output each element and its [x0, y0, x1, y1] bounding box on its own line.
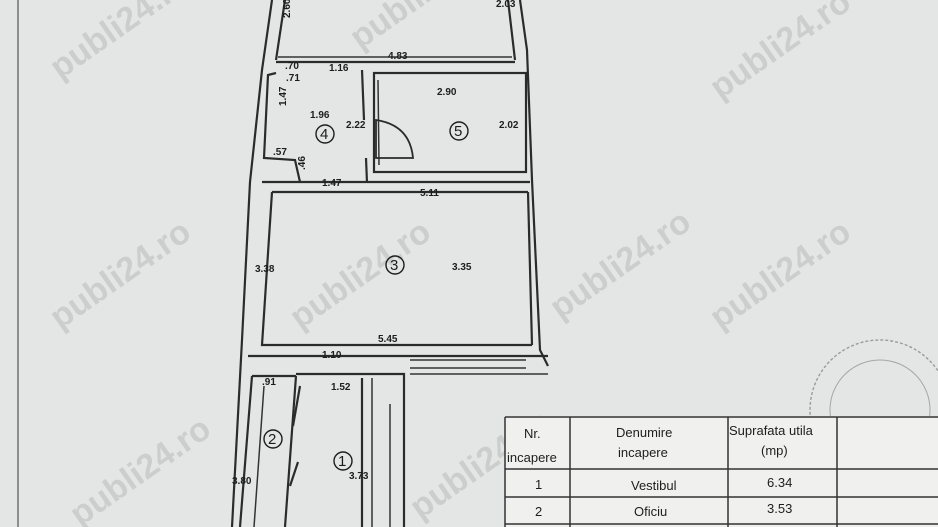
- room-5-circle: [449, 121, 469, 141]
- outer-wall-left: [230, 0, 274, 527]
- door-room2-b: [288, 461, 300, 487]
- watermark-7: publi24.ro: [703, 212, 858, 336]
- table-row-2-nr: 2: [535, 504, 542, 519]
- watermark-6: publi24.ro: [543, 202, 698, 326]
- room3-wall: [260, 191, 532, 347]
- watermark-5: publi24.ro: [283, 212, 438, 336]
- dim-152: 1.52: [331, 382, 351, 393]
- dim-46: .46: [297, 156, 308, 170]
- dimension-labels: 2.60 2.03 4.83 .70 1.16 .71 1.47 1.96 2.…: [232, 0, 519, 487]
- room-4-label: 4: [320, 126, 328, 143]
- dim-91: .91: [262, 377, 276, 388]
- room2-wall: [238, 375, 254, 527]
- table-header-nr: Nr.: [524, 426, 541, 441]
- dim-290: 2.90: [437, 87, 457, 98]
- dim-511: 5.11: [420, 188, 439, 199]
- dim-147b: 1.47: [322, 178, 342, 189]
- room-2-circle: [263, 429, 283, 449]
- room-3-label: 3: [390, 257, 398, 274]
- room-4-circle: [315, 124, 335, 144]
- table-row-1-nr: 1: [535, 477, 542, 492]
- outer-wall-right-inner: [506, 0, 517, 61]
- room-table-bg: [505, 416, 938, 527]
- door-arc: [375, 118, 414, 159]
- dim-373: 3.73: [349, 471, 369, 482]
- watermark-2: publi24.ro: [343, 0, 498, 57]
- table-row-1-area: 6.34: [767, 475, 792, 490]
- dim-338: 3.38: [255, 264, 275, 275]
- outer-wall-left-inner: [274, 0, 287, 61]
- table-header-mp: (mp): [761, 443, 788, 458]
- room-table: Nr. incapere Denumire incapere Suprafata…: [504, 416, 938, 527]
- dim-top-left-vertical: 2.60: [282, 0, 293, 18]
- room4-wall: [262, 71, 302, 183]
- dim-196: 1.96: [310, 110, 330, 121]
- dim-380: 3.80: [232, 476, 252, 487]
- room-labels: 4 5 3 2 1: [263, 121, 469, 471]
- room4-right-wall: [360, 69, 366, 121]
- room5-wall: [372, 71, 528, 174]
- table-header-denumire: Denumire: [616, 425, 672, 440]
- door-room2-a: [291, 385, 302, 427]
- dim-top-right: 2.03: [496, 0, 516, 10]
- dim-202: 2.02: [499, 120, 519, 131]
- watermark-8: publi24.ro: [63, 409, 218, 527]
- dim-147a: 1.47: [278, 86, 289, 106]
- dim-335: 3.35: [452, 262, 472, 273]
- room3-right-wall: [526, 191, 534, 346]
- dim-70: .70: [285, 61, 299, 72]
- dim-545: 5.45: [378, 334, 398, 345]
- table-header-incapere-2: incapere: [618, 445, 668, 460]
- room5-left-inner: [377, 79, 380, 166]
- dim-110: 1.10: [322, 350, 342, 361]
- watermark-3: publi24.ro: [703, 0, 858, 107]
- dim-71: .71: [286, 73, 300, 84]
- watermark-1: publi24.ro: [43, 0, 198, 87]
- room2-right: [283, 375, 298, 527]
- room-1-circle: [333, 451, 353, 471]
- walls: [230, 0, 549, 527]
- dim-57: .57: [273, 147, 287, 158]
- room1-top: [296, 372, 406, 527]
- dim-483: 4.83: [388, 51, 408, 62]
- room-5-label: 5: [454, 123, 462, 140]
- room2-inner-left: [253, 385, 265, 527]
- room4-right-wall-b: [364, 157, 369, 184]
- table-header-suprafata: Suprafata utila: [729, 423, 814, 438]
- table-row-1-name: Vestibul: [631, 478, 677, 493]
- watermark-4: publi24.ro: [43, 212, 198, 336]
- room-2-label: 2: [268, 431, 276, 448]
- table-row-2-area: 3.53: [767, 501, 792, 516]
- dim-222: 2.22: [346, 120, 366, 131]
- room-1-label: 1: [338, 453, 346, 470]
- table-row-2-name: Oficiu: [634, 504, 667, 519]
- room-3-circle: [385, 255, 405, 275]
- dim-116: 1.16: [329, 63, 349, 74]
- table-header-incapere-1: incapere: [507, 450, 557, 465]
